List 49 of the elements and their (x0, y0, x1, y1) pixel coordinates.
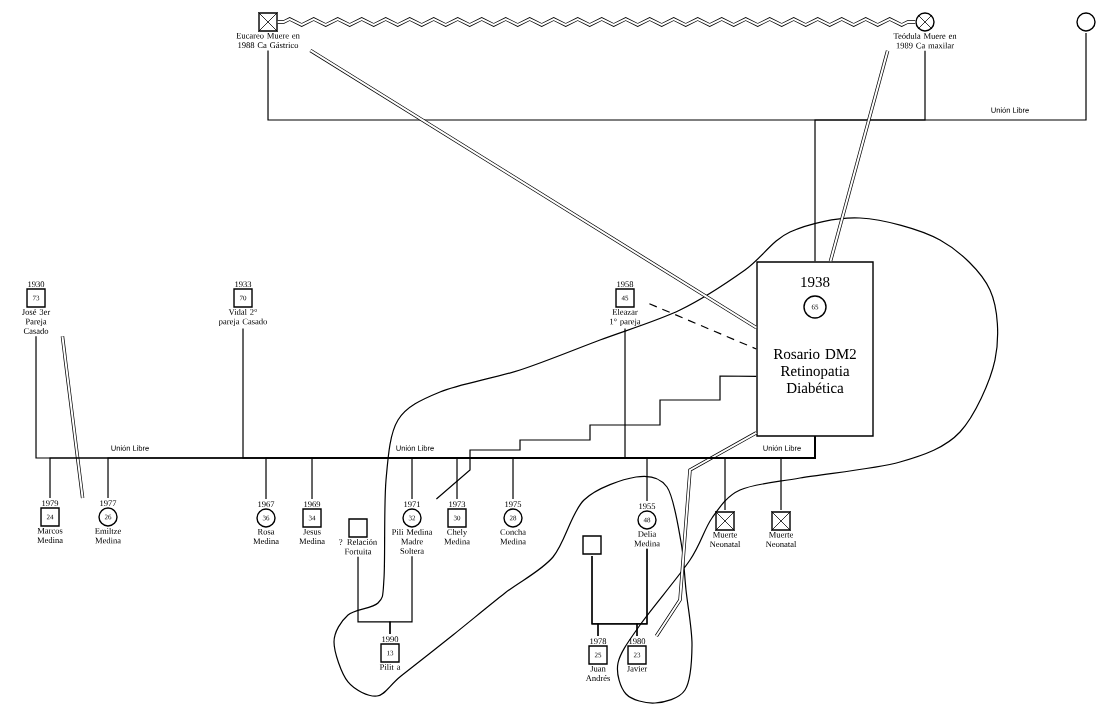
person-name: ? Relación Fortuita (339, 538, 377, 555)
birth-year: 1955 (639, 503, 656, 510)
person-name: Eleazar 1° pareja (610, 308, 641, 327)
person-name: Rosa Medina (253, 528, 279, 545)
person-name: Chely Medina (444, 528, 470, 545)
birth-year: 1969 (304, 501, 321, 508)
dashed-line (648, 303, 757, 350)
birth-year: 1978 (590, 638, 607, 645)
birth-year: 1930 (28, 281, 45, 288)
node-label: Rosario DM2 Retinopatia Diabética (773, 348, 856, 394)
node-label: 1938 (801, 276, 830, 288)
person-name: Javier (627, 665, 648, 672)
birth-year: 1975 (505, 501, 522, 508)
person-name: Juan Andrés (585, 665, 610, 682)
relationship-line (780, 436, 816, 511)
relationship-line (267, 32, 1087, 121)
person-name: Pili Medina Madre Soltera (391, 528, 433, 554)
person-name: Vidal 2° pareja Casado (218, 308, 267, 327)
double-line (309, 49, 758, 330)
birth-year: 1977 (100, 500, 117, 507)
relationship-line (636, 548, 648, 637)
zigzag-line (276, 17, 917, 27)
birth-year: 1980 (629, 638, 646, 645)
birth-year: 1971 (404, 501, 420, 508)
person-name: Concha Medina (500, 528, 526, 545)
person-name: Teódula Muere en 1989 Ca maxilar (893, 32, 957, 49)
double-line (60, 335, 85, 499)
relationship-line (814, 50, 926, 262)
person-name: Marcos Medina (37, 527, 63, 544)
birth-year: 1979 (42, 500, 59, 507)
birth-year: 1967 (258, 501, 275, 508)
birth-year: 1933 (235, 281, 252, 288)
stair-line (435, 375, 757, 500)
relationship-line (357, 556, 391, 635)
double-line (655, 431, 758, 637)
person-name: Eucareo Muere en 1988 Ca Gástrico (236, 32, 300, 49)
person-name: Emiltze Medina (95, 527, 121, 544)
birth-year: 1990 (382, 636, 399, 643)
person-name: Pilit a (379, 663, 401, 670)
person-circle (1076, 12, 1096, 32)
double-line (828, 49, 890, 263)
birth-year: 1958 (617, 281, 634, 288)
person-name: Delia Medina (634, 530, 660, 547)
birth-year: 1973 (449, 501, 466, 508)
person-name: Muerte Neonatal (709, 531, 741, 548)
person-name: Muerte Neonatal (765, 531, 797, 548)
person-name: José 3er Pareja Casado (22, 308, 51, 334)
person-name: Jesus Medina (299, 528, 325, 545)
person-square (582, 535, 602, 555)
